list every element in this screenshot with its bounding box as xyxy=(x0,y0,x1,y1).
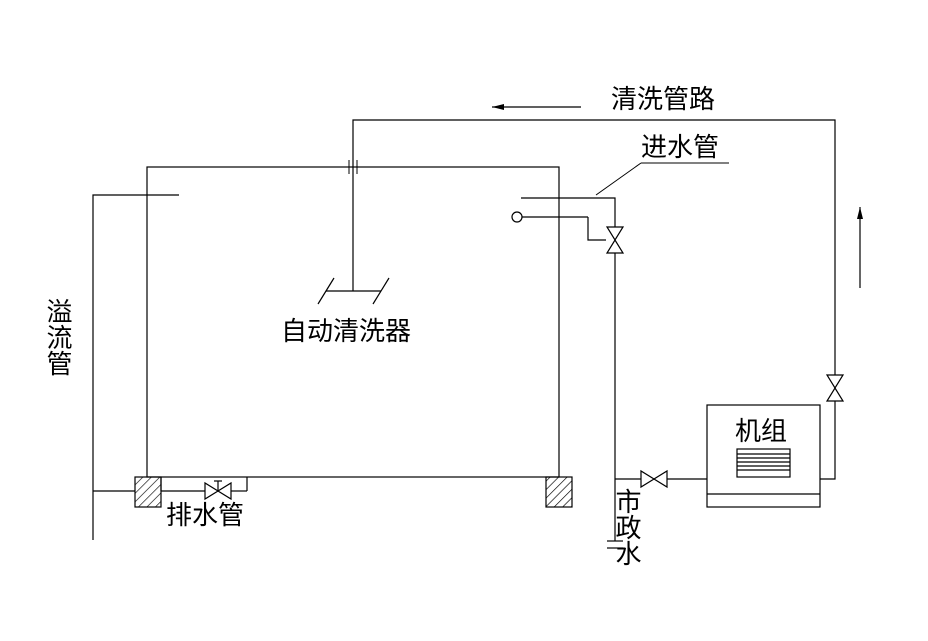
float-ball-icon xyxy=(511,211,523,223)
overflow-pipe xyxy=(92,194,179,540)
tank-penetration-mark xyxy=(348,160,358,174)
municipal-water-pipe xyxy=(607,253,707,549)
unit-box xyxy=(706,404,821,508)
label-overflow-pipe: 溢流管 xyxy=(42,298,72,376)
label-inlet-pipe: 进水管 xyxy=(641,133,719,163)
inlet-pipe xyxy=(521,197,616,241)
inlet-leader-line xyxy=(595,162,642,196)
label-drain-pipe: 排水管 xyxy=(166,501,244,531)
municipal-valve-icon xyxy=(640,469,668,489)
cleaning-return-pipe xyxy=(820,401,836,480)
flow-arrow-left-icon xyxy=(492,104,581,110)
auto-cleaner-icon xyxy=(317,277,390,305)
label-municipal-water: 市政水 xyxy=(611,488,641,566)
inlet-valve-icon xyxy=(605,226,625,254)
flow-arrow-up-icon xyxy=(857,207,863,288)
cleaning-valve-icon xyxy=(825,374,845,402)
cleaning-pipeline xyxy=(352,119,836,375)
tank-support-left xyxy=(134,476,162,508)
drain-pipe xyxy=(160,477,248,492)
label-unit: 机组 xyxy=(735,417,787,447)
unit-grille-icon xyxy=(736,448,791,478)
label-auto-cleaner: 自动清洗器 xyxy=(281,317,411,347)
tank-support-right xyxy=(545,476,573,508)
label-cleaning-pipeline: 清洗管路 xyxy=(611,85,715,115)
drain-valve-icon xyxy=(204,480,232,501)
